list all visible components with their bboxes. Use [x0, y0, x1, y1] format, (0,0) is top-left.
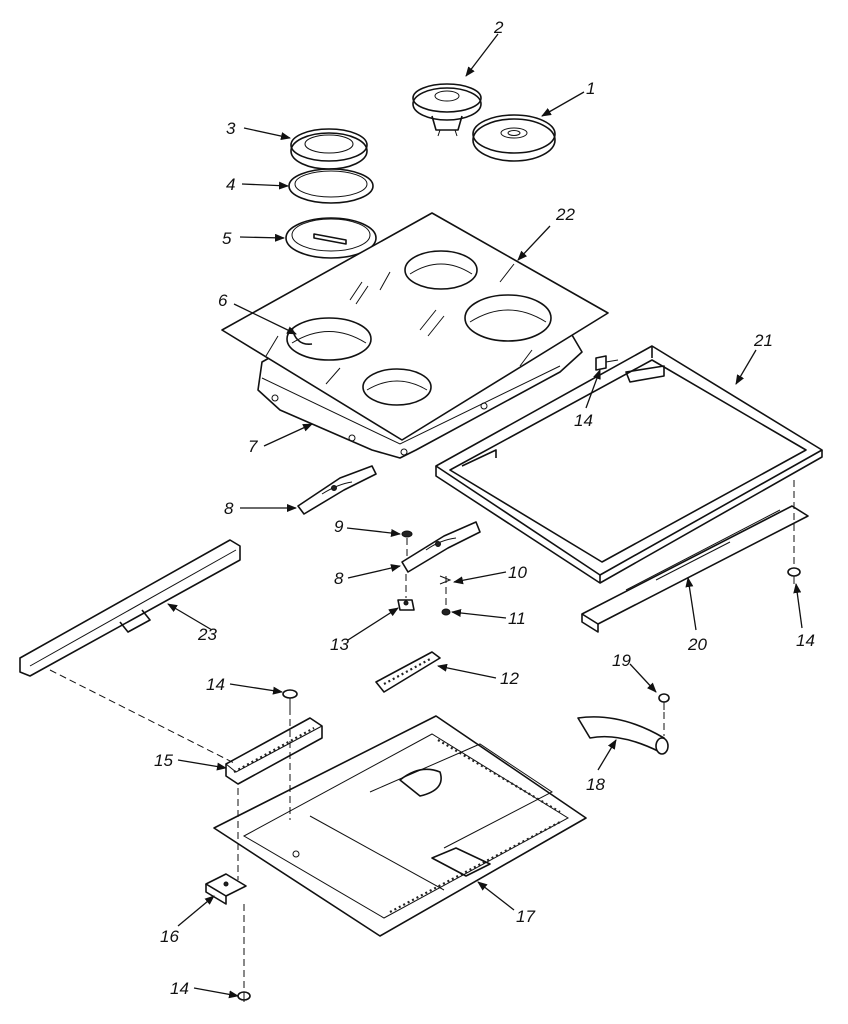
callout-14-upper-right: 14 [574, 411, 593, 430]
callout-22: 22 [555, 205, 575, 224]
callout-21: 21 [753, 331, 773, 350]
part-8-bracket-upper [297, 465, 377, 515]
callout-16: 16 [160, 927, 179, 946]
part-17-bottom-pan [213, 715, 587, 937]
callout-10: 10 [508, 563, 527, 582]
part-21-front-frame [435, 345, 823, 584]
callout-11: 11 [508, 609, 526, 628]
callout-12: 12 [500, 669, 519, 688]
callout-1: 1 [586, 79, 595, 98]
part-12-terminal-block [375, 651, 441, 693]
part-14-screw-c [282, 689, 298, 708]
part-1-large-element [472, 114, 556, 162]
part-5-trim-ring [285, 217, 377, 259]
part-23-side-rail [19, 539, 241, 677]
callout-6: 6 [218, 291, 228, 310]
part-2-small-element [412, 83, 482, 137]
callout-18: 18 [586, 775, 605, 794]
callout-14-bottom: 14 [170, 979, 189, 998]
part-14-screw-d [237, 991, 251, 1002]
callout-5: 5 [222, 229, 232, 248]
callout-14-left: 14 [206, 675, 225, 694]
callout-8-lower: 8 [334, 569, 344, 588]
part-20-rear-rail [581, 505, 809, 633]
part-10-spring [439, 575, 452, 585]
leader-lines [167, 33, 803, 999]
callout-14-right: 14 [796, 631, 815, 650]
part-14-screw-b [787, 567, 801, 584]
part-22-glass-cooktop [221, 212, 609, 441]
part-15-terminal-bracket [225, 717, 323, 785]
callout-13: 13 [330, 635, 349, 654]
part-11-nut [441, 608, 451, 616]
callout-3: 3 [226, 119, 236, 138]
callout-7: 7 [248, 437, 258, 456]
part-16-small-bracket [205, 873, 247, 905]
callout-4: 4 [226, 175, 235, 194]
callout-19: 19 [612, 651, 631, 670]
part-18-wire-harness [577, 716, 669, 755]
callout-17: 17 [516, 907, 535, 926]
part-9-nut [401, 530, 413, 538]
alignment-lines [49, 480, 795, 992]
callout-8-upper: 8 [224, 499, 234, 518]
part-13-clip [397, 599, 415, 611]
part-4-ring [288, 168, 374, 204]
part-3-element-cap [290, 128, 368, 170]
callout-23: 23 [197, 625, 217, 644]
part-8-bracket-lower [401, 521, 481, 573]
callout-2: 2 [493, 18, 504, 37]
callout-15: 15 [154, 751, 173, 770]
callout-9: 9 [334, 517, 344, 536]
part-14-screw-a [595, 355, 619, 371]
callout-labels: 1 2 3 4 5 6 7 8 8 9 10 11 12 13 14 14 14… [154, 18, 815, 998]
callout-20: 20 [687, 635, 707, 654]
part-19-screw [658, 693, 670, 710]
